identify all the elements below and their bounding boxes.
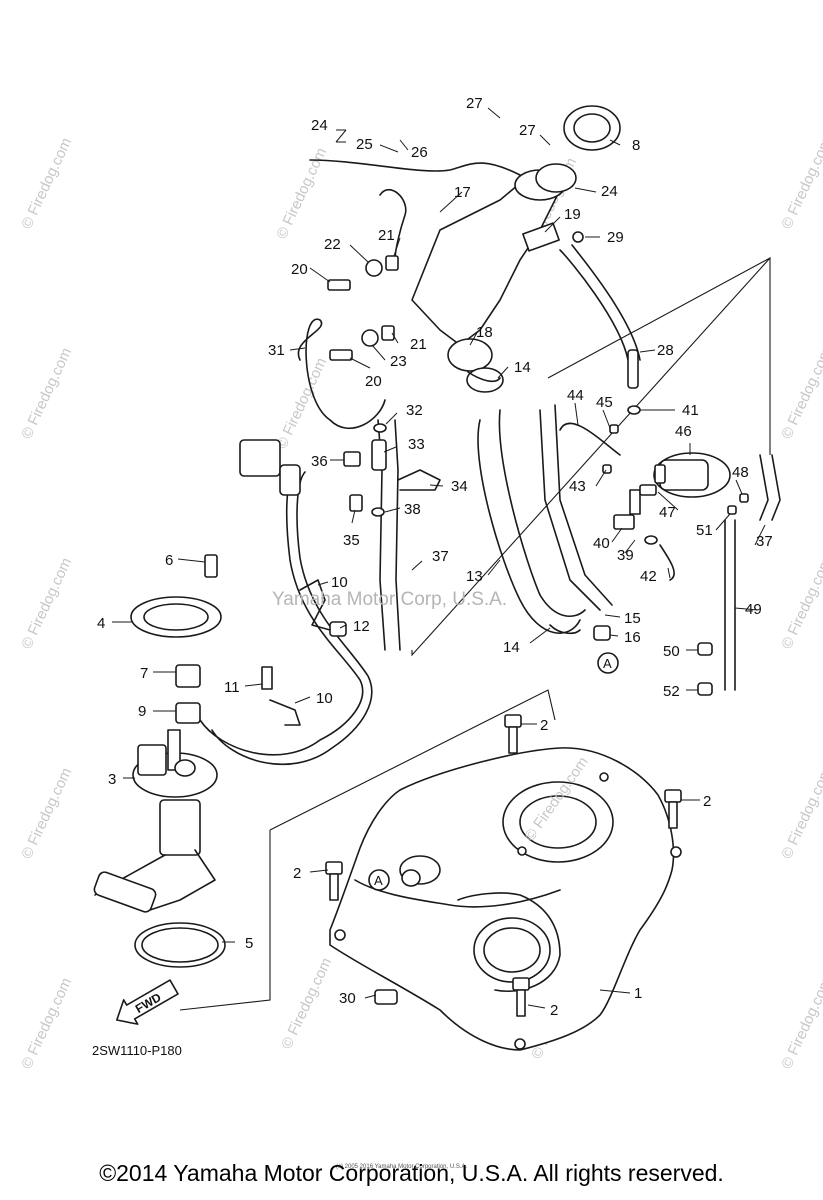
callout-44: 44: [567, 387, 584, 404]
callout-24a: 24: [311, 117, 328, 134]
callout-28: 28: [657, 342, 674, 359]
callout-48: 48: [732, 464, 749, 481]
callout-38: 38: [404, 501, 421, 518]
ref-marks: A A: [368, 652, 619, 891]
callout-22: 22: [324, 236, 341, 253]
callout-33: 33: [408, 436, 425, 453]
callout-47: 47: [659, 504, 676, 521]
callout-21a: 21: [378, 227, 395, 244]
fuel-hoses: [199, 244, 781, 766]
callout-2c: 2: [293, 865, 301, 882]
callout-20b: 20: [365, 373, 382, 390]
drawing-code: 2SW1110-P180: [92, 1043, 182, 1058]
callout-51: 51: [696, 522, 713, 539]
copyright-notice: ©2014 Yamaha Motor Corporation, U.S.A. A…: [99, 1160, 724, 1186]
watermark-left-3: © Firedog.com: [18, 555, 75, 652]
callout-9: 9: [138, 703, 146, 720]
callout-37b: 37: [756, 533, 773, 550]
callout-36: 36: [311, 453, 328, 470]
callout-14b: 14: [503, 639, 520, 656]
callout-32: 32: [406, 402, 423, 419]
callout-37a: 37: [432, 548, 449, 565]
callout-27a: 27: [466, 95, 483, 112]
callout-17: 17: [454, 184, 471, 201]
watermark-right-3: © Firedog.com: [778, 555, 823, 652]
callout-5: 5: [245, 935, 253, 952]
fittings-and-brackets: [269, 255, 749, 1005]
callout-3: 3: [108, 771, 116, 788]
forward-arrow: FWD: [116, 979, 179, 1025]
center-watermark: Yamaha Motor Corp, U.S.A.: [272, 589, 507, 610]
callout-50: 50: [663, 643, 680, 660]
callout-4: 4: [97, 615, 105, 632]
callout-2a: 2: [540, 717, 548, 734]
callout-42: 42: [640, 568, 657, 585]
watermark-left-1: © Firedog.com: [18, 135, 75, 232]
callout-21b: 21: [410, 336, 427, 353]
fuel-tank: [329, 747, 682, 1051]
callout-40: 40: [593, 535, 610, 552]
callout-29: 29: [607, 229, 624, 246]
callout-11: 11: [224, 679, 240, 696]
callout-26: 26: [411, 144, 428, 161]
callout-20a: 20: [291, 261, 308, 278]
callout-12: 12: [353, 618, 370, 635]
callout-6: 6: [165, 552, 173, 569]
leader-lines: [112, 107, 766, 1009]
callout-10a: 10: [331, 574, 348, 591]
part-callouts: 1 2 2 2 2 3 4 5 6 7 8 9 10 10 11 12 13 1…: [97, 95, 773, 1019]
callout-16: 16: [624, 629, 641, 646]
callout-39: 39: [617, 547, 634, 564]
callout-19: 19: [564, 206, 581, 223]
callout-25: 25: [356, 136, 373, 153]
watermark-left-5: © Firedog.com: [18, 975, 75, 1072]
callout-30: 30: [339, 990, 356, 1007]
callout-35: 35: [343, 532, 360, 549]
watermark-right-5: © Firedog.com: [778, 975, 823, 1072]
callout-7: 7: [140, 665, 148, 682]
callout-49: 49: [745, 601, 762, 618]
callout-34: 34: [451, 478, 468, 495]
watermark-right-2: © Firedog.com: [778, 345, 823, 442]
filler-neck-assembly: [309, 105, 621, 393]
watermark-mid-4: © Firedog.com: [278, 955, 335, 1052]
tank-bolts: [325, 714, 682, 1017]
callout-45: 45: [596, 394, 613, 411]
fine-print: (c) 2005 2016 Yamaha Motor Corporation, …: [336, 1164, 468, 1170]
callout-15: 15: [624, 610, 641, 627]
fuel-pump-assembly: [93, 554, 273, 968]
watermark-right-1: © Firedog.com: [778, 135, 823, 232]
callout-41: 41: [682, 402, 699, 419]
callout-1: 1: [634, 985, 642, 1002]
callout-52: 52: [663, 683, 680, 700]
watermark-left-2: © Firedog.com: [18, 345, 75, 442]
callout-13: 13: [466, 568, 483, 585]
callout-24b: 24: [601, 183, 618, 200]
ref-mark-a-top: A: [603, 656, 612, 671]
callout-46: 46: [675, 423, 692, 440]
assembly-boundary: [179, 256, 771, 1011]
callout-2d: 2: [550, 1002, 558, 1019]
callout-10b: 10: [316, 690, 333, 707]
callout-27b: 27: [519, 122, 536, 139]
callout-18: 18: [476, 324, 493, 341]
ref-mark-a-tank: A: [374, 873, 383, 888]
watermark-left-4: © Firedog.com: [18, 765, 75, 862]
callout-23: 23: [390, 353, 407, 370]
callout-43: 43: [569, 478, 586, 495]
callout-31: 31: [268, 342, 285, 359]
callout-8: 8: [632, 137, 640, 154]
callout-14a: 14: [514, 359, 531, 376]
watermark-right-4: © Firedog.com: [778, 765, 823, 862]
watermark-mid-2: © Firedog.com: [273, 355, 330, 452]
callout-2b: 2: [703, 793, 711, 810]
